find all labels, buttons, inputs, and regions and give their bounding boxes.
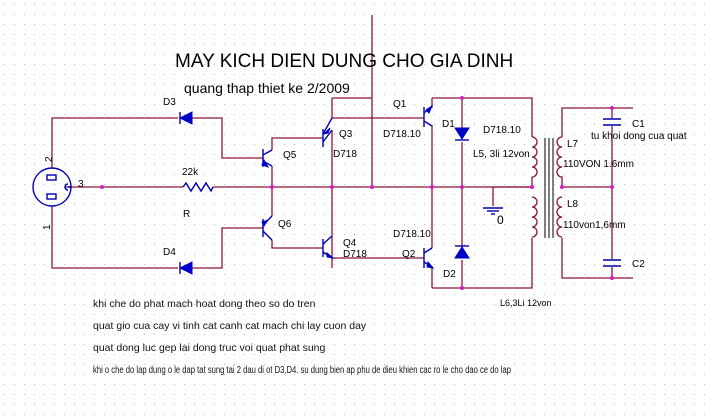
label-l8-spec: 110von1,6mm <box>563 220 626 231</box>
label-q5: Q5 <box>283 150 297 161</box>
label-c1-note: tu khoi dong cua quat <box>591 131 687 142</box>
diode-d3 <box>178 111 193 125</box>
ground-symbol <box>483 207 503 215</box>
diode-d4 <box>178 261 193 275</box>
transformer <box>531 136 563 238</box>
label-d1: D1 <box>442 119 455 130</box>
label-d2: D2 <box>443 269 456 280</box>
label-q4: Q4 <box>343 238 357 249</box>
transistor-q4 <box>322 235 335 259</box>
transistor-q3 <box>322 117 333 147</box>
label-q4-part: D718 <box>343 249 367 260</box>
transistor-q5 <box>261 149 273 168</box>
label-l6: L6,3Li 12von <box>500 298 552 308</box>
transistor-q6 <box>261 215 273 241</box>
diagram-subtitle: quang thap thiet ke 2/2009 <box>184 80 350 96</box>
label-r-value: 22k <box>182 167 199 178</box>
resistor-r <box>182 181 214 193</box>
capacitor-c2 <box>603 259 621 267</box>
label-d1-part: D718.10 <box>483 125 521 136</box>
label-q1: Q1 <box>393 99 407 110</box>
label-r: R <box>183 209 190 220</box>
power-plug <box>32 167 72 207</box>
note-line-4: khi o che do lap dung o le dap tat sung … <box>93 365 511 376</box>
label-c2: C2 <box>632 259 645 270</box>
label-c1: C1 <box>632 119 645 130</box>
diode-d1 <box>454 127 470 141</box>
label-l7-spec: 110VON 1.6mm <box>563 159 634 170</box>
label-q2: Q2 <box>402 249 416 260</box>
label-ground: 0 <box>497 213 504 227</box>
diode-d2 <box>454 245 470 259</box>
plug-pin-1: 1 <box>42 224 53 230</box>
label-q6: Q6 <box>278 219 292 230</box>
junction-dots <box>100 96 614 290</box>
note-line-2: quat gio cua cay vi tinh cat canh cat ma… <box>93 320 367 332</box>
label-d3: D3 <box>163 97 176 108</box>
label-l8: L8 <box>567 199 579 210</box>
note-line-3: quat dong luc gep lai dong truc voi quat… <box>93 342 325 354</box>
plug-pin-2: 2 <box>44 156 55 162</box>
label-l7: L7 <box>567 139 579 150</box>
note-line-1: khi che do phat mach hoat dong theo so d… <box>93 298 316 310</box>
label-q1-part: D718.10 <box>383 129 421 140</box>
capacitor-c1 <box>603 118 621 126</box>
label-l5: L5, 3li 12von <box>473 149 530 160</box>
label-q3: Q3 <box>339 129 353 140</box>
label-q3-part: D718 <box>333 149 357 160</box>
transistor-q1 <box>423 104 434 127</box>
label-q2-part: D718.10 <box>393 229 431 240</box>
label-d4: D4 <box>163 247 176 258</box>
plug-pin-3: 3 <box>78 179 84 190</box>
diagram-title: MAY KICH DIEN DUNG CHO GIA DINH <box>175 51 513 72</box>
transistor-q2 <box>423 247 435 269</box>
